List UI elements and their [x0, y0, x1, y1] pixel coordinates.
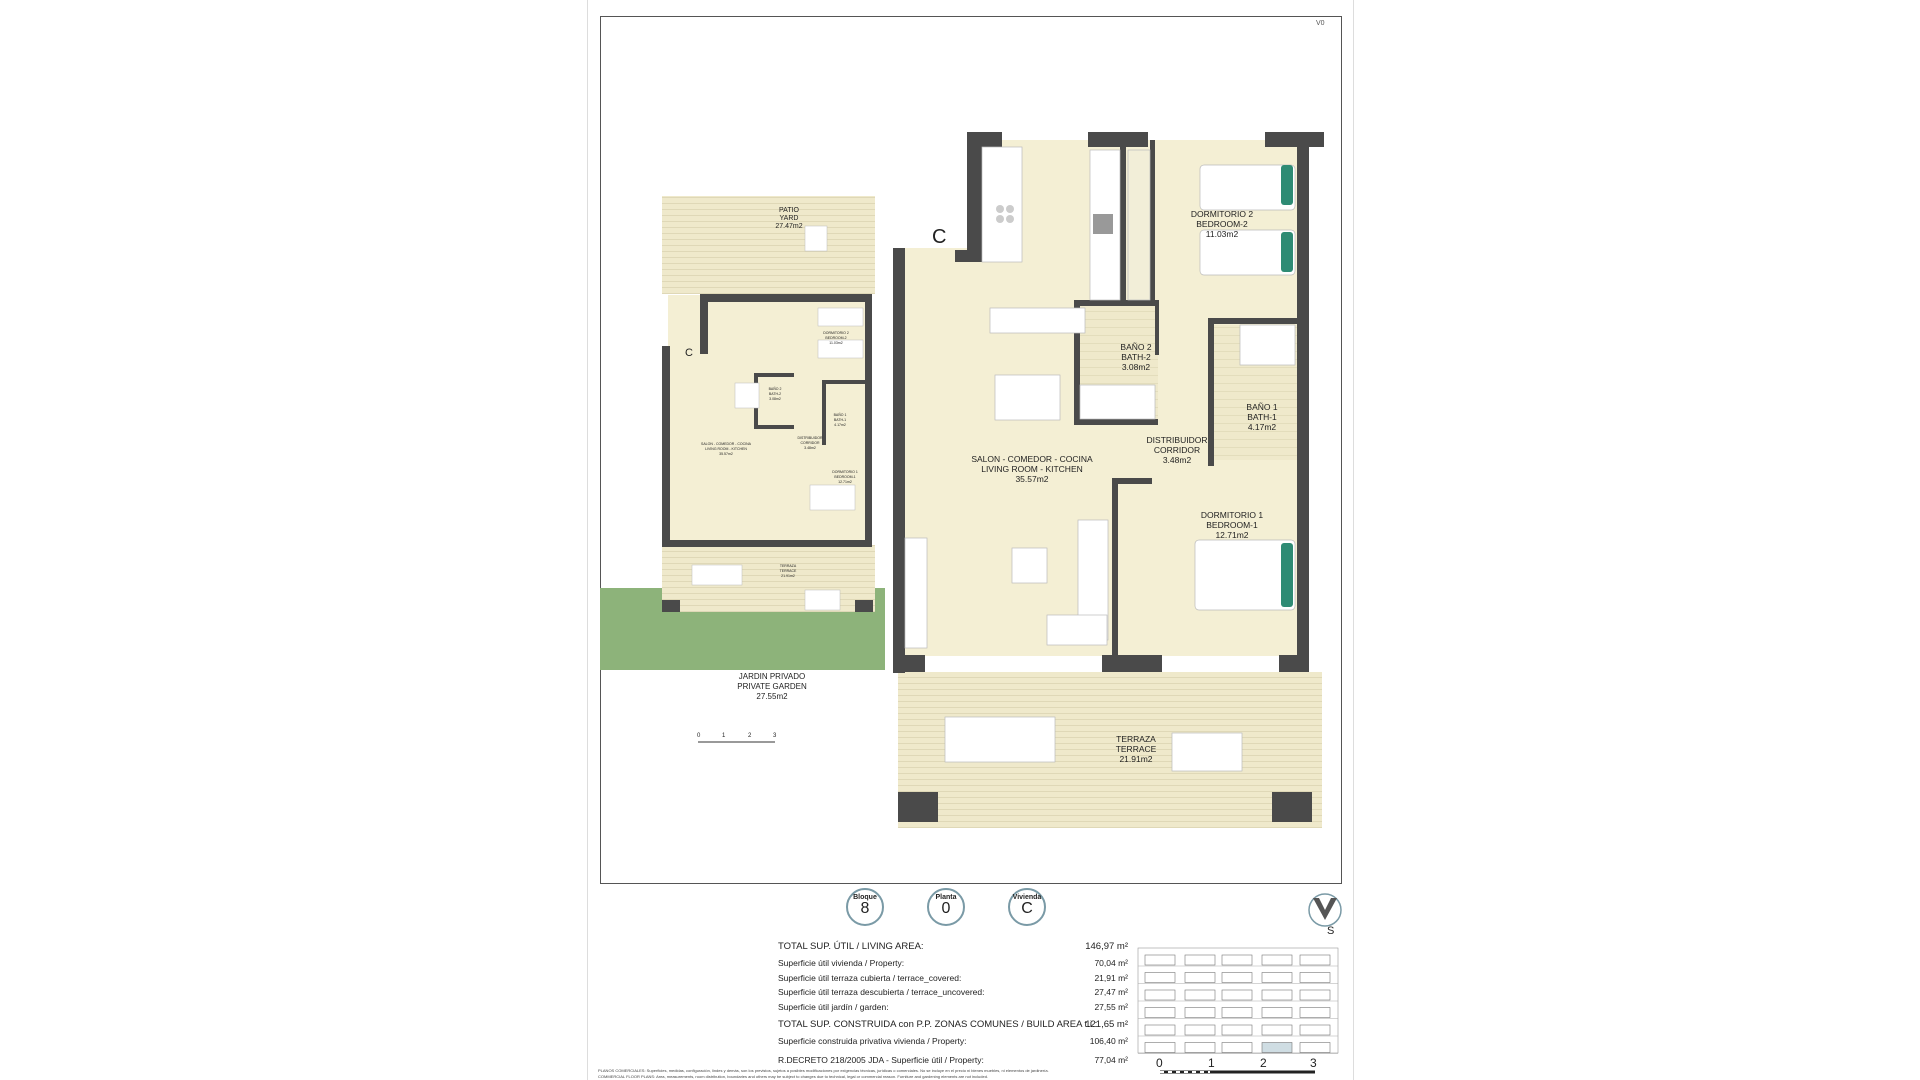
small-walls — [662, 294, 873, 612]
elevation-window — [1299, 1007, 1331, 1018]
elevation-window — [1184, 954, 1216, 966]
area-row: Superficie construida privativa vivienda… — [778, 1036, 1128, 1046]
elevation-window — [1299, 972, 1331, 983]
compass-label: S — [1327, 925, 1335, 937]
entry-marker: C — [932, 226, 947, 248]
small-scale-2: 2 — [748, 733, 752, 739]
elevation-window — [1261, 972, 1293, 983]
elevation-window — [1299, 954, 1331, 966]
elevation-outline — [1137, 947, 1339, 1054]
elevation-window — [1261, 1024, 1293, 1036]
small-furniture — [691, 225, 864, 611]
elevation-window — [1299, 1024, 1331, 1036]
disclaimer-en: COMMERCIAL FLOOR PLANS: Area, measuremen… — [598, 1074, 989, 1079]
patio-floor — [662, 196, 875, 294]
area-row-decreto: R.DECRETO 218/2005 JDA - Superficie útil… — [778, 1055, 1128, 1065]
elevation-window — [1261, 1007, 1293, 1018]
drawing-frame — [600, 16, 1342, 884]
elevation-window — [1144, 1007, 1176, 1018]
elevation-window — [1144, 972, 1176, 983]
elevation-window — [1221, 1024, 1253, 1036]
area-row-total-living: TOTAL SUP. ÚTIL / LIVING AREA:146,97 m² — [778, 941, 1128, 952]
scale-label-2: 2 — [1260, 1056, 1267, 1070]
furniture — [904, 146, 1296, 772]
area-row: Superficie útil vivienda / Property:70,0… — [778, 958, 1128, 968]
elevation-window — [1144, 1024, 1176, 1036]
scale-label-3: 3 — [1310, 1056, 1317, 1070]
elevation-window — [1144, 954, 1176, 966]
elevation-window — [1221, 1042, 1253, 1053]
pillows — [1281, 165, 1293, 607]
area-row-total-built: TOTAL SUP. CONSTRUIDA con P.P. ZONAS COM… — [778, 1019, 1128, 1030]
building-elevation — [1137, 947, 1339, 1054]
elevation-window — [1299, 989, 1331, 1001]
small-scale-0: 0 — [697, 733, 701, 739]
small-scale-3: 3 — [773, 733, 777, 739]
walls — [893, 132, 1324, 822]
elevation-window — [1221, 954, 1253, 966]
north-compass — [1308, 893, 1342, 927]
elevation-window — [1299, 1042, 1331, 1053]
elevation-window — [1221, 989, 1253, 1001]
large-plan — [893, 132, 1324, 828]
elevation-window — [1184, 972, 1216, 983]
elevation-window — [1184, 1024, 1216, 1036]
plan-sheet — [587, 0, 1354, 1080]
elevation-window — [1261, 1042, 1293, 1053]
disclaimer-es: PLANOS COMERCIALES: Superficies, medidas… — [598, 1068, 1049, 1073]
area-row: Superficie útil jardín / garden:27,55 m² — [778, 1002, 1128, 1012]
elevation-window — [1144, 1042, 1176, 1053]
cooktop — [996, 205, 1113, 234]
area-row: Superficie útil terraza descubierta / te… — [778, 987, 1128, 997]
elevation-window — [1184, 1042, 1216, 1053]
elevation-window — [1261, 954, 1293, 966]
elevation-window — [1184, 1007, 1216, 1018]
elevation-window — [1144, 989, 1176, 1001]
entry-marker-small: C — [685, 347, 693, 359]
elevation-window — [1221, 972, 1253, 983]
small-scale-1: 1 — [722, 733, 726, 739]
version-label: V0 — [1316, 20, 1325, 27]
elevation-window — [1261, 989, 1293, 1001]
scale-label-0: 0 — [1156, 1056, 1163, 1070]
scale-label-1: 1 — [1208, 1056, 1215, 1070]
area-row: Superficie útil terraza cubierta / terra… — [778, 973, 1128, 983]
elevation-window — [1221, 1007, 1253, 1018]
small-plan — [600, 196, 885, 670]
elevation-window — [1184, 989, 1216, 1001]
